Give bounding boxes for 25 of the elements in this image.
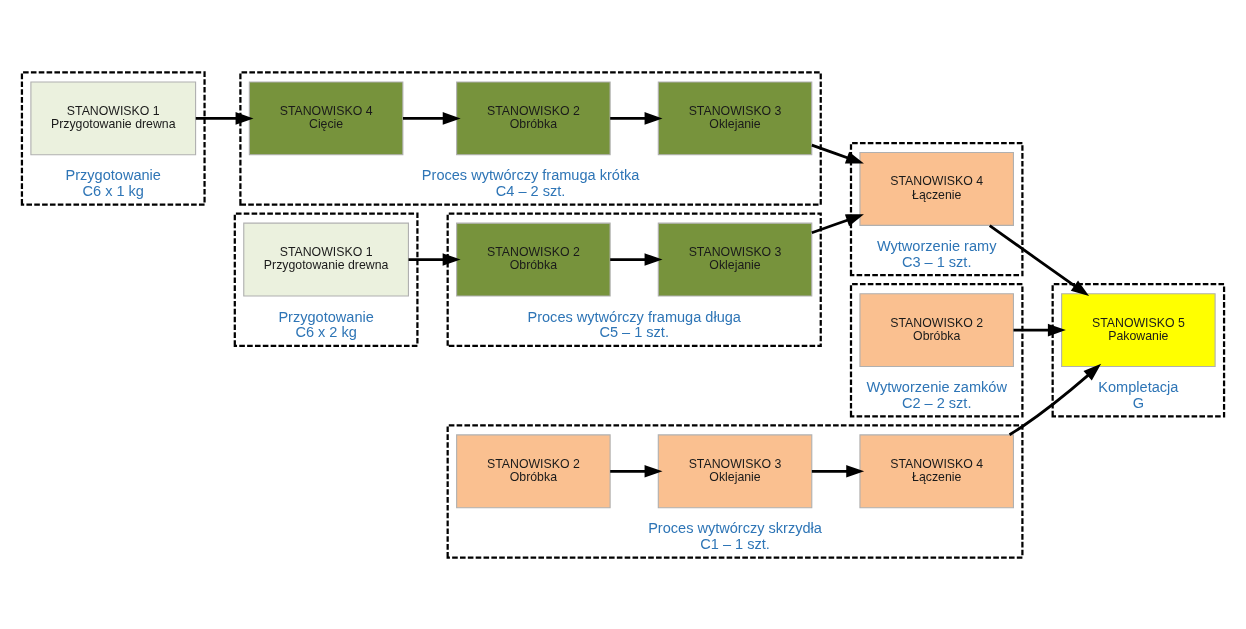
node-box: STANOWISKO 5 Pakowanie xyxy=(1061,292,1216,367)
arrow xyxy=(610,252,663,266)
node-box: STANOWISKO 2 Obróbka xyxy=(456,433,611,508)
arrow xyxy=(811,464,865,478)
node-box: STANOWISKO 4 Łączenie xyxy=(859,151,1014,226)
node-box: STANOWISKO 2 Obróbka xyxy=(456,80,611,155)
arrow xyxy=(811,213,864,234)
arrow xyxy=(408,252,461,266)
arrow xyxy=(403,111,461,125)
arrow xyxy=(811,143,864,164)
arrow xyxy=(195,111,254,125)
arrow xyxy=(988,224,1090,296)
arrow xyxy=(1013,323,1066,336)
node-box: STANOWISKO 2 Obróbka xyxy=(456,222,611,296)
node-box: STANOWISKO 3 Oklejanie xyxy=(657,80,813,155)
node-box: STANOWISKO 1 Przygotowanie drewna xyxy=(243,222,409,296)
node-box: STANOWISKO 3 Oklejanie xyxy=(657,433,813,508)
arrow xyxy=(610,111,663,125)
arrow xyxy=(1008,363,1102,436)
node-box: STANOWISKO 4 Łączenie xyxy=(859,433,1014,508)
node-box: STANOWISKO 2 Obróbka xyxy=(859,292,1014,367)
arrow xyxy=(610,464,663,478)
node-box: STANOWISKO 4 Cięcie xyxy=(248,80,404,155)
node-box: STANOWISKO 3 Oklejanie xyxy=(657,222,813,296)
node-box: STANOWISKO 1 Przygotowanie drewna xyxy=(30,80,197,155)
